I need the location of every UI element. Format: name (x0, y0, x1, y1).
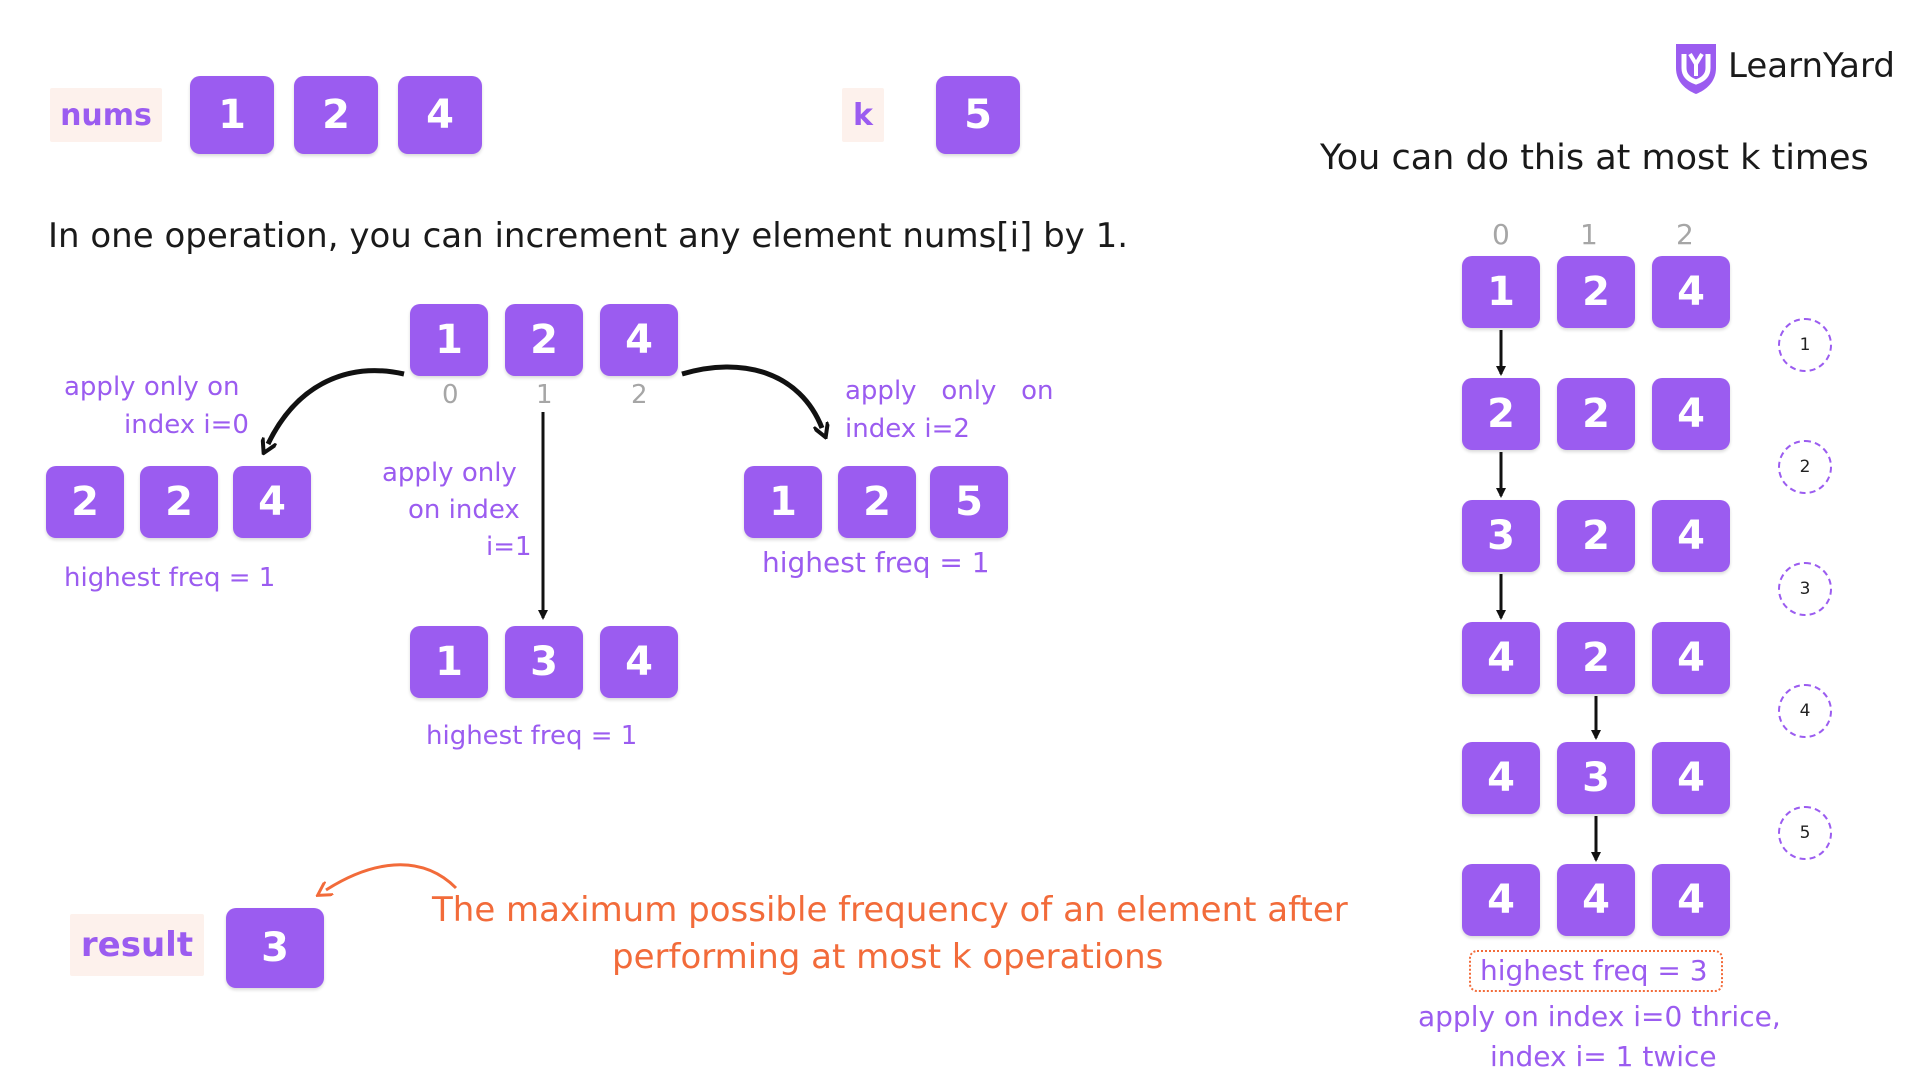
step-circle-3: 3 (1778, 562, 1832, 616)
result-description-line1: The maximum possible frequency of an ele… (432, 890, 1348, 930)
panel-cell-r0-c2: 4 (1652, 256, 1730, 328)
left-freq: highest freq = 1 (64, 563, 276, 593)
right-value-0: 1 (744, 466, 822, 538)
panel-cell-r2-c1: 2 (1557, 500, 1635, 572)
nums-label: nums (50, 88, 162, 142)
center-value-2: 4 (600, 304, 678, 376)
panel-cell-r5-c2: 4 (1652, 864, 1730, 936)
middle-value-0: 1 (410, 626, 488, 698)
panel-index-2: 2 (1676, 218, 1694, 251)
left-caption-line2: index i=0 (124, 410, 249, 440)
right-value-2: 5 (930, 466, 1008, 538)
panel-cell-r4-c0: 4 (1462, 742, 1540, 814)
result-arrow (326, 863, 458, 890)
learnyard-logo: LearnYard (1672, 40, 1895, 96)
middle-freq: highest freq = 1 (426, 721, 638, 751)
result-label: result (70, 914, 204, 976)
nums-value-0: 1 (190, 76, 274, 154)
center-value-0: 1 (410, 304, 488, 376)
panel-cell-r3-c0: 4 (1462, 622, 1540, 694)
panel-cell-r3-c2: 4 (1652, 622, 1730, 694)
k-value: 5 (936, 76, 1020, 154)
right-branch-arrow (681, 364, 822, 428)
panel-index-1: 1 (1580, 218, 1598, 251)
panel-freq: highest freq = 3 (1480, 954, 1708, 987)
nums-value-1: 2 (294, 76, 378, 154)
left-branch-arrow (268, 368, 405, 444)
panel-cell-r5-c1: 4 (1557, 864, 1635, 936)
panel-index-0: 0 (1492, 218, 1510, 251)
step-circle-5: 5 (1778, 806, 1832, 860)
left-caption-line1: apply only on (64, 372, 240, 402)
panel-cell-r3-c1: 2 (1557, 622, 1635, 694)
panel-cell-r2-c0: 3 (1462, 500, 1540, 572)
panel-cell-r2-c2: 4 (1652, 500, 1730, 572)
center-index-0: 0 (442, 380, 459, 410)
operation-description: In one operation, you can increment any … (48, 216, 1129, 256)
panel-cell-r0-c1: 2 (1557, 256, 1635, 328)
brand-name: LearnYard (1728, 46, 1895, 86)
left-value-2: 4 (233, 466, 311, 538)
right-panel-heading: You can do this at most k times (1320, 138, 1869, 178)
middle-value-1: 3 (505, 626, 583, 698)
panel-cell-r1-c0: 2 (1462, 378, 1540, 450)
center-index-2: 2 (631, 380, 648, 410)
middle-value-2: 4 (600, 626, 678, 698)
left-value-0: 2 (46, 466, 124, 538)
panel-note-line1: apply on index i=0 thrice, (1418, 1000, 1781, 1033)
middle-caption-line2: on index (408, 495, 520, 525)
panel-cell-r1-c1: 2 (1557, 378, 1635, 450)
right-caption-line2: index i=2 (845, 414, 970, 444)
panel-freq-box (1469, 950, 1723, 992)
right-freq: highest freq = 1 (762, 546, 990, 579)
center-index-1: 1 (536, 380, 553, 410)
step-circle-2: 2 (1778, 440, 1832, 494)
panel-cell-r0-c0: 1 (1462, 256, 1540, 328)
panel-cell-r1-c2: 4 (1652, 378, 1730, 450)
right-value-1: 2 (838, 466, 916, 538)
result-value: 3 (226, 908, 324, 988)
panel-cell-r4-c2: 4 (1652, 742, 1730, 814)
panel-cell-r5-c0: 4 (1462, 864, 1540, 936)
nums-value-2: 4 (398, 76, 482, 154)
panel-cell-r4-c1: 3 (1557, 742, 1635, 814)
right-caption-line1: apply only on (845, 376, 1054, 406)
center-value-1: 2 (505, 304, 583, 376)
step-circle-1: 1 (1778, 318, 1832, 372)
panel-note-line2: index i= 1 twice (1490, 1040, 1717, 1073)
step-circle-4: 4 (1778, 684, 1832, 738)
shield-logo-icon (1676, 44, 1716, 94)
middle-caption-line3: i=1 (486, 532, 532, 562)
middle-caption-line1: apply only (382, 458, 517, 488)
k-label: k (842, 88, 884, 142)
left-value-1: 2 (140, 466, 218, 538)
result-description-line2: performing at most k operations (612, 937, 1164, 977)
